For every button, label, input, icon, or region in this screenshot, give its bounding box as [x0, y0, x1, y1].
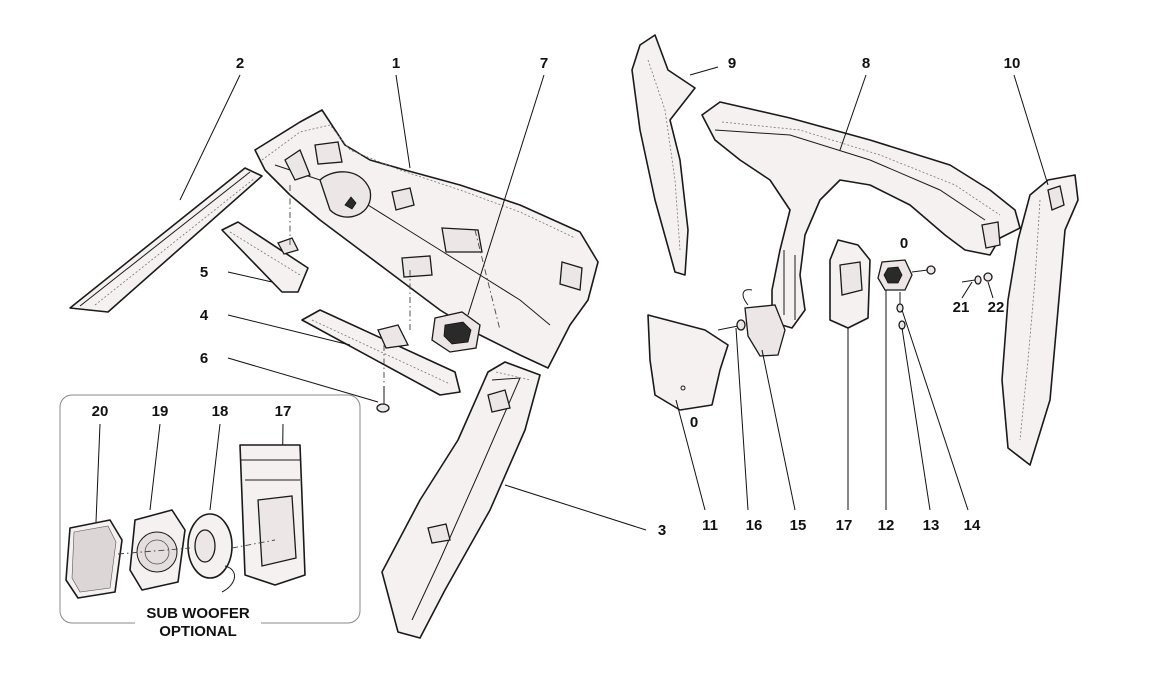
callout-14: 14: [964, 517, 981, 534]
callout-13: 13: [923, 517, 940, 534]
inset-callout-20: 20: [92, 403, 109, 420]
callout-21: 21: [953, 299, 970, 316]
part-8-window-frame: [701, 101, 1021, 329]
callout-0-upper: 0: [900, 235, 908, 252]
subwoofer-inset: 20 19 18 17 SUB WOOFER OPTIONAL: [59, 394, 361, 642]
callout-numbers: 2 1 7 5 4 6 3 9 8 10 0 0 21 22 11 16 15 …: [200, 55, 1021, 539]
parts-12-13-14-hardware: [877, 259, 936, 330]
part-16-screw: [717, 319, 746, 331]
part-3-pillar-trim: [381, 361, 541, 639]
inset-callout-17: 17: [275, 403, 292, 420]
part-15-bracket: [742, 289, 786, 357]
part-20-grille: [65, 519, 123, 599]
part-6-screw: [376, 386, 390, 413]
leader-lines: [179, 66, 1049, 531]
callout-11: 11: [702, 517, 718, 534]
part-18-speaker: [187, 513, 235, 593]
part-7-bracket: [431, 311, 481, 353]
callout-4: 4: [200, 307, 209, 324]
callout-15: 15: [790, 517, 807, 534]
part-19-speaker-frame: [129, 509, 186, 591]
inset-callout-19: 19: [152, 403, 169, 420]
callout-9: 9: [728, 55, 736, 72]
alignment-lines: [289, 185, 501, 385]
callout-16: 16: [746, 517, 763, 534]
callout-2: 2: [236, 55, 244, 72]
callout-8: 8: [862, 55, 870, 72]
part-9-pillar-trim: [631, 34, 696, 276]
inset-caption-line1: SUB WOOFER: [146, 605, 249, 622]
part-17-speaker-housing: [239, 444, 306, 586]
callout-5: 5: [200, 264, 208, 281]
callout-0-lower: 0: [690, 414, 698, 431]
inset-caption-line2: OPTIONAL: [159, 623, 237, 640]
callout-6: 6: [200, 350, 208, 367]
callout-12: 12: [878, 517, 895, 534]
callout-1: 1: [392, 55, 400, 72]
part-2-pillar-strip: [69, 167, 263, 313]
part-17-housing: [829, 239, 871, 329]
callout-3: 3: [658, 522, 666, 539]
part-11-cover: [647, 314, 729, 411]
part-10-pillar-trim: [1001, 174, 1079, 466]
callout-17: 17: [836, 517, 853, 534]
callout-7: 7: [540, 55, 548, 72]
callout-10: 10: [1004, 55, 1021, 72]
part-5-visor: [221, 221, 309, 293]
callout-22: 22: [988, 299, 1005, 316]
part-4-visor: [301, 309, 461, 396]
inset-callout-18: 18: [212, 403, 229, 420]
parts-21-22-fasteners: [961, 272, 993, 285]
part-1-roof-lining: [254, 109, 599, 369]
